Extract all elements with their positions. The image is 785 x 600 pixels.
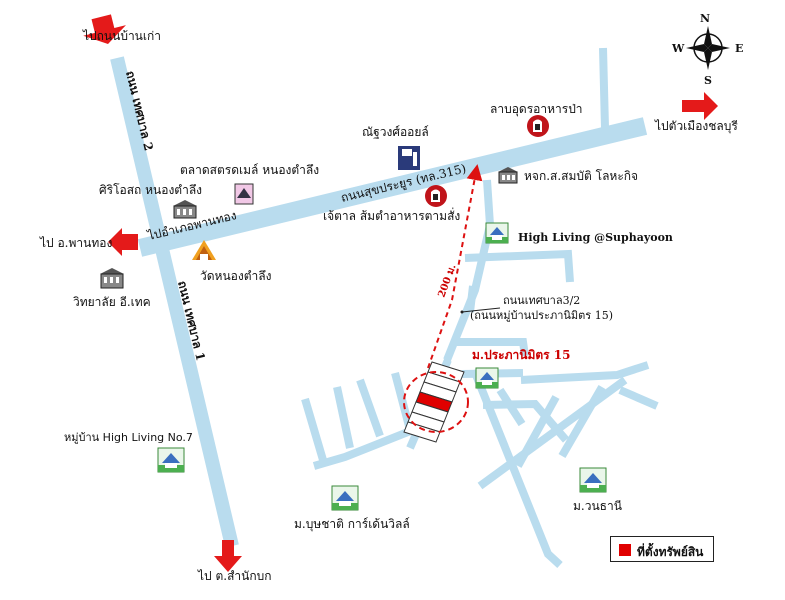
soi-network bbox=[301, 179, 659, 568]
prapanimit-label: ม.ประภานิมิตร 15 bbox=[472, 348, 571, 362]
direction-phanthong-label: ไป อ.พานทอง bbox=[40, 236, 113, 250]
house-icon bbox=[331, 485, 359, 511]
tesaban-road bbox=[110, 56, 239, 548]
main-road bbox=[137, 117, 648, 257]
high-living-sup-label: High Living @Suphayoon bbox=[518, 231, 673, 244]
direction-old-road-label: ไปถนนบ้านเก่า bbox=[83, 29, 161, 43]
house-icon bbox=[579, 467, 607, 493]
temple-icon bbox=[192, 240, 216, 260]
temple-label: วัดหนองตำลึง bbox=[200, 269, 272, 283]
college-label: วิทยาลัย อี.เทค bbox=[73, 295, 151, 309]
restaurant-icon bbox=[527, 115, 549, 137]
property-plots bbox=[403, 361, 465, 443]
hospital-label: ศิริโอสถ หนองตำลึง bbox=[99, 183, 203, 197]
direction-chonburi-label: ไปตัวเมืองชลบุรี bbox=[655, 119, 738, 133]
restaurant-icon bbox=[425, 185, 447, 207]
property-swatch-icon bbox=[619, 544, 631, 556]
restaurant2-label: เจ้ตาล ส้มตำอาหารตามสั่ง bbox=[323, 209, 461, 223]
house-icon bbox=[485, 222, 509, 244]
building-icon bbox=[100, 268, 124, 289]
soi-leader bbox=[461, 307, 501, 313]
arrow-icon bbox=[682, 92, 718, 120]
arrow-icon bbox=[83, 14, 126, 45]
direction-samnakbok-label: ไป ต.สำนักบก bbox=[198, 569, 272, 583]
soi-alias-label: (ถนนหมู่บ้านประภานิมิตร 15) bbox=[470, 309, 614, 322]
building-icon bbox=[173, 200, 197, 219]
market-label: ตลาดสตรดเมล์ หนองตำลึง bbox=[180, 163, 320, 177]
house-icon bbox=[157, 447, 185, 473]
compass-e: E bbox=[735, 42, 744, 55]
legend: ที่ตั้งทรัพย์สิน bbox=[610, 536, 714, 562]
gas-station-icon bbox=[398, 146, 420, 170]
compass-icon bbox=[686, 26, 730, 70]
distance-route bbox=[403, 164, 483, 433]
house-icon bbox=[475, 367, 499, 389]
soi-label: ถนนเทศบาล3/2 bbox=[503, 294, 581, 307]
legend-label: ที่ตั้งทรัพย์สิน bbox=[637, 545, 704, 559]
building-icon bbox=[498, 167, 518, 184]
arrow-icon bbox=[214, 540, 242, 572]
market-icon bbox=[234, 183, 254, 205]
shop-label: หจก.ส.สมบัติ โลหะกิจ bbox=[524, 169, 639, 183]
boonchai-label: ม.บุษชาติ การ์เด้นวิลล์ bbox=[294, 517, 410, 531]
north-road bbox=[599, 47, 609, 129]
high-living-7-label: หมู่บ้าน High Living No.7 bbox=[64, 431, 193, 444]
wanthani-label: ม.วนธานี bbox=[573, 499, 622, 513]
arrow-icon bbox=[108, 228, 138, 256]
compass-n: N bbox=[700, 12, 711, 25]
restaurant1-label: ลาบอุดรอาหารป่า bbox=[490, 102, 583, 116]
gas-station-label: ณัฐวงศ์ออยล์ bbox=[362, 125, 429, 139]
compass-s: S bbox=[704, 74, 712, 87]
compass-w: W bbox=[672, 42, 685, 55]
